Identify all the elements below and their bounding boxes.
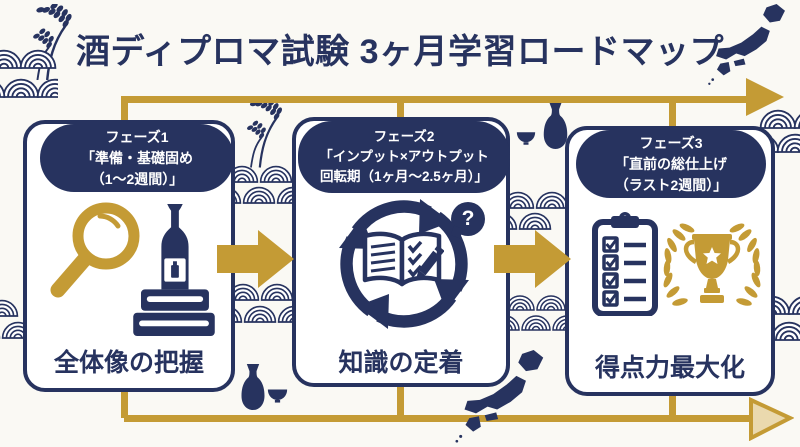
open-book-check-pencil-icon — [362, 231, 444, 287]
phase-header-line: （1〜2週間）」 — [90, 170, 184, 187]
phase-header-line: フェーズ1 — [105, 128, 169, 145]
trophy-laurel-icon — [663, 223, 761, 306]
timeline-top-arrowhead-icon — [746, 78, 784, 116]
phase-3-label: 得点力最大化 — [594, 354, 745, 382]
timeline-bottom-connector-3 — [669, 392, 676, 418]
timeline-top-connector-1 — [121, 96, 128, 126]
seigaiha-wave-icon — [506, 295, 568, 331]
phase-3-header: フェーズ3 「直前の総仕上げ （ラスト2週間）」 — [576, 130, 766, 198]
magnifier-icon — [50, 202, 140, 298]
phase-1-header: フェーズ1 「準備・基礎固め （1〜2週間）」 — [40, 124, 234, 192]
japan-map-icon — [455, 350, 544, 443]
timeline-top-connector-2 — [397, 96, 404, 122]
phase-header-line: 回転期（1ヶ月〜2.5ヶ月）」 — [319, 169, 489, 185]
seigaiha-wave-icon — [226, 165, 292, 204]
timeline-bottom-arrowhead-icon — [749, 397, 794, 441]
cycle-arrows-icon — [339, 199, 469, 329]
timeline-top-bar — [124, 96, 746, 103]
sake-bottle-icon — [241, 364, 265, 410]
arrow-right-icon — [494, 230, 571, 288]
timeline-bottom-connector-2 — [397, 386, 404, 418]
phase-header-line: フェーズ2 — [373, 128, 435, 144]
page-title: 酒ディプロマ試験 3ヶ月学習ロードマップ — [76, 33, 724, 71]
timeline-bottom-connector-1 — [121, 390, 128, 418]
phase-header-line: フェーズ3 — [639, 134, 703, 151]
phase-2-label: 知識の定着 — [338, 349, 464, 377]
sake-bottle-on-books-icon — [133, 204, 215, 336]
timeline-bottom-bar — [124, 415, 754, 422]
phase-header-line: （ラスト2週間）」 — [614, 176, 728, 193]
seigaiha-wave-icon — [502, 191, 568, 230]
phase-header-line: 「準備・基礎固め — [81, 149, 193, 166]
question-glyph: ? — [461, 207, 475, 230]
sake-cup-icon — [516, 132, 536, 145]
arrow-right-icon — [217, 230, 294, 288]
phase-header-line: 「インプット×アウトプット — [319, 148, 489, 164]
checklist-clipboard-icon — [592, 212, 658, 316]
timeline-top-connector-3 — [669, 96, 676, 132]
sake-cup-icon — [267, 389, 288, 403]
phase-1-label: 全体像の把握 — [53, 349, 204, 377]
phase-header-line: 「直前の総仕上げ — [615, 155, 727, 172]
phase-2-header: フェーズ2 「インプット×アウトプット 回転期（1ヶ月〜2.5ヶ月）」 — [298, 121, 510, 193]
question-bubble-icon: ? — [451, 202, 485, 236]
